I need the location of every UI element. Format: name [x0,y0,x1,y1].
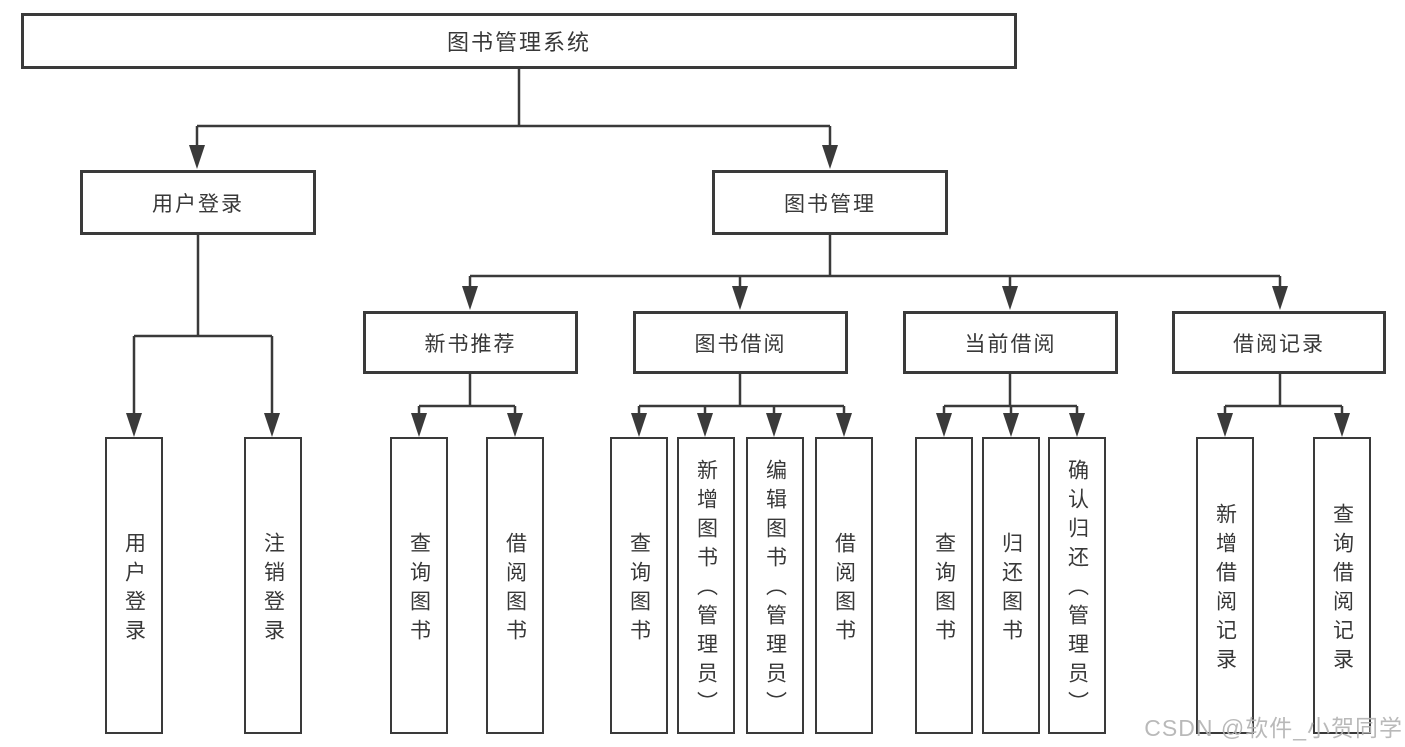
node-leaf-user-login: 用户登录 [105,437,163,734]
node-leaf-query-books-current: 查询图书 [915,437,973,734]
node-book-borrowing-label: 图书借阅 [694,332,787,356]
node-user-login-label: 用户登录 [152,192,244,216]
node-new-book-recommend-label: 新书推荐 [424,332,517,356]
node-leaf-query-borrow-record-label: 查询借阅记录 [1330,502,1354,677]
node-leaf-confirm-return-admin: 确认归还（管理员） [1048,437,1106,734]
node-leaf-query-books-current-label: 查询图书 [932,531,956,648]
node-leaf-add-borrow-record: 新增借阅记录 [1196,437,1254,734]
node-leaf-borrow-books-recommend-label: 借阅图书 [503,531,527,648]
node-leaf-borrow-books-recommend: 借阅图书 [486,437,544,734]
node-leaf-logout: 注销登录 [244,437,302,734]
node-leaf-add-books-admin: 新增图书（管理员） [677,437,735,734]
node-leaf-query-books-recommend: 查询图书 [390,437,448,734]
node-leaf-logout-label: 注销登录 [261,531,285,648]
node-leaf-add-borrow-record-label: 新增借阅记录 [1213,502,1237,677]
node-library-management-system: 图书管理系统 [21,13,1017,69]
node-library-management-system-label: 图书管理系统 [446,30,591,55]
node-leaf-edit-books-admin: 编辑图书（管理员） [746,437,804,734]
node-current-borrowing-label: 当前借阅 [964,332,1057,356]
csdn-watermark: CSDN @软件_小贺同学 [1144,715,1403,741]
arrowheads [126,145,1350,437]
node-borrowing-records: 借阅记录 [1172,311,1386,374]
node-leaf-add-books-admin-label: 新增图书（管理员） [694,459,718,720]
node-leaf-borrow-books: 借阅图书 [815,437,873,734]
node-user-login: 用户登录 [80,170,316,235]
node-current-borrowing: 当前借阅 [903,311,1118,374]
node-leaf-query-books-borrowing: 查询图书 [610,437,668,734]
node-leaf-return-books: 归还图书 [982,437,1040,734]
node-book-management-label: 图书管理 [784,192,876,216]
node-book-borrowing: 图书借阅 [633,311,848,374]
node-leaf-edit-books-admin-label: 编辑图书（管理员） [763,459,787,720]
node-leaf-query-books-borrowing-label: 查询图书 [627,531,651,648]
node-leaf-user-login-label: 用户登录 [122,531,146,648]
node-leaf-return-books-label: 归还图书 [999,531,1023,648]
node-borrowing-records-label: 借阅记录 [1233,332,1325,356]
node-leaf-borrow-books-label: 借阅图书 [832,531,856,648]
node-new-book-recommend: 新书推荐 [363,311,578,374]
node-leaf-query-books-recommend-label: 查询图书 [407,531,431,648]
node-book-management: 图书管理 [712,170,948,235]
node-leaf-confirm-return-admin-label: 确认归还（管理员） [1065,459,1089,720]
node-leaf-query-borrow-record: 查询借阅记录 [1313,437,1371,734]
